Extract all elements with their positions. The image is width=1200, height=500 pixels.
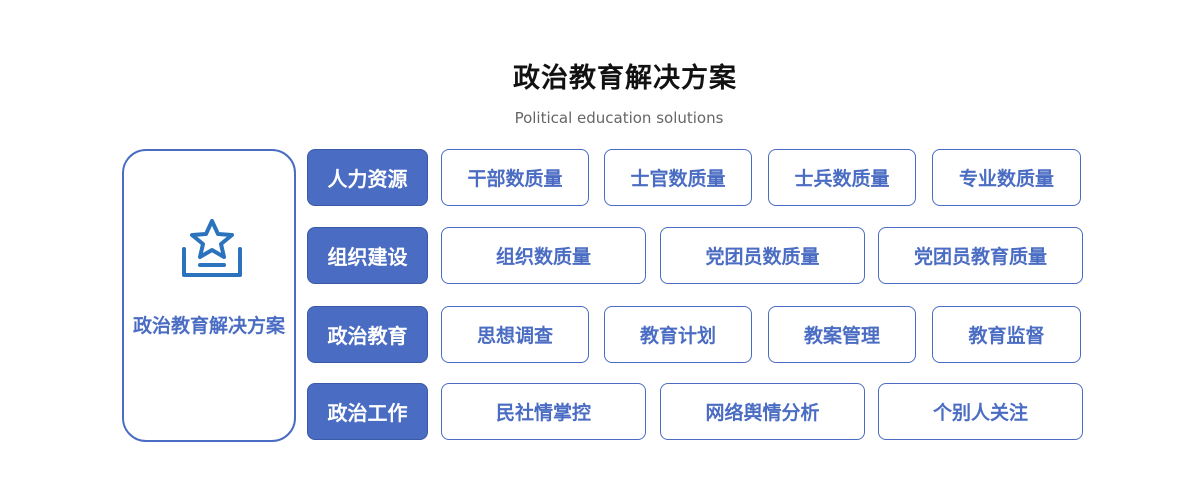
- item-button[interactable]: 教案管理: [768, 306, 916, 363]
- page-title: 政治教育解决方案: [513, 63, 737, 94]
- item-button[interactable]: 个别人关注: [878, 383, 1083, 440]
- category-button[interactable]: 政治教育: [307, 306, 428, 363]
- row-political-work: 政治工作 民社情掌控 网络舆情分析 个别人关注: [307, 383, 1087, 440]
- solution-label: 政治教育解决方案: [132, 315, 285, 337]
- item-button[interactable]: 教育监督: [932, 306, 1081, 363]
- item-button[interactable]: 干部数质量: [441, 149, 589, 206]
- item-button[interactable]: 教育计划: [604, 306, 752, 363]
- category-button[interactable]: 组织建设: [307, 227, 428, 284]
- item-button[interactable]: 思想调查: [441, 306, 589, 363]
- item-button[interactable]: 组织数质量: [441, 227, 646, 284]
- page-subtitle: Political education solutions: [514, 109, 724, 127]
- item-button[interactable]: 网络舆情分析: [660, 383, 865, 440]
- row-political-education: 政治教育 思想调查 教育计划 教案管理 教育监督: [307, 306, 1087, 363]
- item-button[interactable]: 党团员数质量: [660, 227, 865, 284]
- row-organization: 组织建设 组织数质量 党团员数质量 党团员教育质量: [307, 227, 1087, 284]
- item-button[interactable]: 民社情掌控: [441, 383, 646, 440]
- category-button[interactable]: 政治工作: [307, 383, 428, 440]
- item-button[interactable]: 士兵数质量: [768, 149, 916, 206]
- item-button[interactable]: 党团员教育质量: [878, 227, 1083, 284]
- category-button[interactable]: 人力资源: [307, 149, 428, 206]
- item-button[interactable]: 士官数质量: [604, 149, 752, 206]
- solution-panel: 政治教育解决方案: [122, 149, 296, 442]
- item-button[interactable]: 专业数质量: [932, 149, 1081, 206]
- book-star-icon: [182, 219, 242, 277]
- row-human-resources: 人力资源 干部数质量 士官数质量 士兵数质量 专业数质量: [307, 149, 1087, 206]
